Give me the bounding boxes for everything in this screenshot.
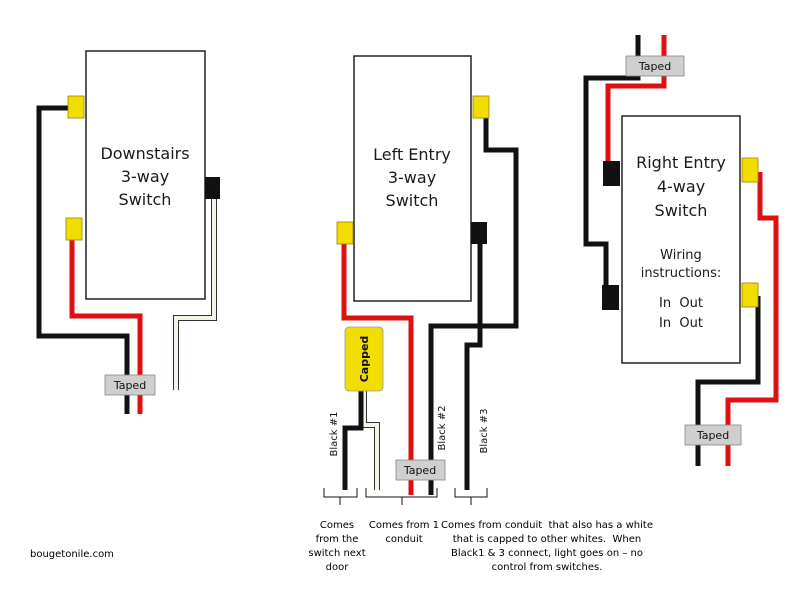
right-entry-top-tape-label: Taped: [638, 60, 671, 73]
downstairs-bottom-terminal: [65, 217, 83, 241]
caption-conduit-white-line-3: Black1 & 3 connect, light goes on – no: [451, 548, 643, 559]
black-1-wire: [342, 388, 364, 490]
left-entry-left-terminal: [336, 221, 354, 245]
right-entry-note-line-4: In Out: [659, 316, 703, 331]
right-entry-switch-group: Right Entry 4-way Switch Wiring instruct…: [583, 35, 779, 466]
left-entry-title-line-1: Left Entry: [373, 145, 451, 164]
caption-next-door-line-3: switch next: [308, 548, 365, 559]
right-entry-switch-body: [621, 115, 741, 364]
downstairs-switch-group: Downstairs 3-way Switch Taped: [36, 50, 220, 414]
capped-label: Capped: [358, 336, 371, 383]
downstairs-tape: [104, 374, 156, 396]
caption-conduit-1-line-1: Comes from 1: [369, 520, 439, 531]
black-3-label: Black #3: [479, 409, 490, 454]
downstairs-title-line-3: Switch: [119, 190, 172, 209]
left-entry-red-wire: [341, 234, 414, 495]
right-entry-title-line-1: Right Entry: [636, 153, 726, 172]
caption-next-door-line-2: from the: [316, 534, 359, 545]
downstairs-switch-body: [85, 50, 206, 300]
right-entry-title-line-2: 4-way: [657, 177, 705, 196]
left-entry-title-line-3: Switch: [386, 191, 439, 210]
right-entry-note-line-1: Wiring: [660, 248, 702, 263]
downstairs-common-terminal: [205, 177, 220, 199]
brace-from-conduit-white: [454, 488, 488, 505]
caption-conduit-white-line-4: control from switches.: [492, 562, 603, 573]
left-entry-tape-label: Taped: [403, 464, 436, 477]
right-entry-black-out: [695, 296, 761, 466]
caption-from-conduit-1: Comes from 1 conduit: [369, 520, 439, 545]
right-entry-in-black-terminal: [603, 161, 620, 186]
caption-switch-next-door: Comes from the switch next door: [308, 520, 365, 573]
black-1-label: Black #1: [329, 412, 340, 457]
downstairs-black-wire: [36, 105, 130, 414]
caption-next-door-line-4: door: [326, 562, 350, 573]
black-3-wire: [464, 232, 483, 490]
left-entry-switch-group: Left Entry 3-way Switch Capped Taped Bla…: [323, 55, 519, 505]
downstairs-tape-label: Taped: [113, 379, 146, 392]
left-entry-tape: [395, 459, 446, 481]
right-entry-note-line-3: In Out: [659, 296, 703, 311]
right-entry-red-out: [725, 172, 779, 466]
left-entry-top-terminal: [472, 95, 490, 119]
right-entry-top-tape: [625, 55, 685, 77]
right-entry-title-line-3: Switch: [655, 201, 708, 220]
caption-conduit-white-line-2: that is capped to other whites. When: [453, 534, 642, 545]
downstairs-title-line-2: 3-way: [121, 167, 169, 186]
caption-from-conduit-white: Comes from conduit that also has a white…: [441, 520, 653, 573]
downstairs-red-wire: [69, 235, 143, 414]
left-entry-common-terminal: [471, 222, 487, 244]
watermark: bougetonile.com: [30, 549, 114, 560]
left-entry-switch-body: [353, 55, 472, 302]
right-entry-note-line-2: instructions:: [641, 266, 722, 281]
brace-from-conduit-1: [365, 488, 438, 505]
caption-next-door-line-1: Comes: [320, 520, 354, 531]
left-entry-title-line-2: 3-way: [388, 168, 436, 187]
left-entry-black-top-wire: [428, 104, 519, 495]
black-2-label: Black #2: [437, 406, 448, 451]
right-entry-out-black-terminal: [602, 285, 619, 310]
brace-switch-next-door: [323, 488, 358, 505]
caption-conduit-white-line-1: Comes from conduit that also has a white: [441, 520, 653, 531]
right-entry-bottom-tape: [684, 424, 742, 446]
capped-marker: [344, 326, 384, 392]
right-entry-bottom-brass-terminal: [741, 282, 759, 308]
downstairs-white-wire: [173, 195, 217, 390]
caption-conduit-1-line-2: conduit: [385, 534, 422, 545]
downstairs-top-terminal: [67, 95, 85, 119]
downstairs-title-line-1: Downstairs: [100, 144, 189, 163]
left-entry-white-wire: [361, 388, 380, 490]
right-entry-bottom-tape-label: Taped: [696, 429, 729, 442]
right-entry-top-brass-terminal: [741, 157, 759, 183]
